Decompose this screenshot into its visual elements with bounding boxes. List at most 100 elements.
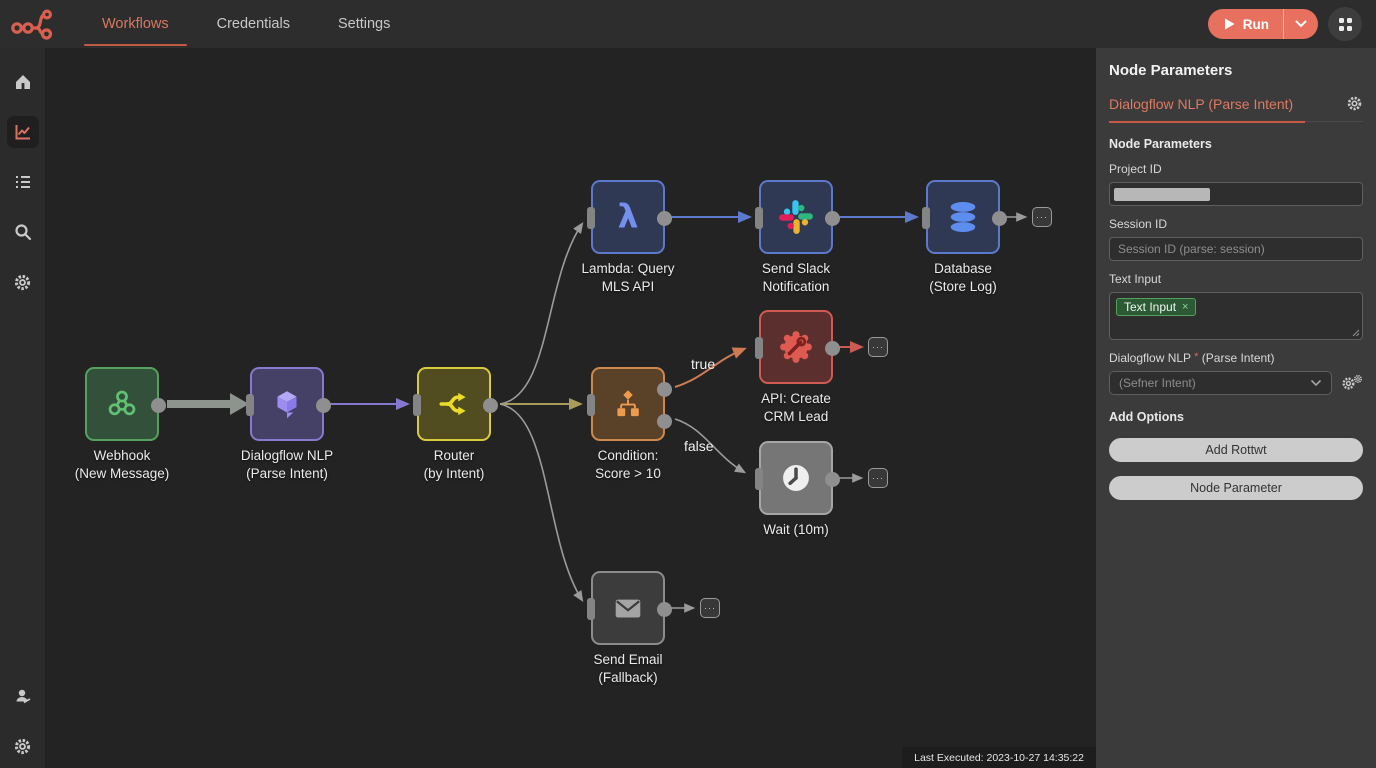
- envelope-icon: [615, 599, 641, 618]
- input-port[interactable]: [246, 394, 254, 416]
- node-database[interactable]: [922, 180, 1007, 254]
- project-id-input[interactable]: [1109, 182, 1363, 206]
- run-split-button: Run: [1207, 9, 1318, 39]
- api-gear-wrench-icon: [780, 331, 812, 363]
- webhook-icon: [108, 390, 136, 416]
- output-port[interactable]: [657, 211, 672, 226]
- output-port-true[interactable]: [657, 382, 672, 397]
- tab-settings[interactable]: Settings: [337, 16, 391, 32]
- node-send-email[interactable]: [587, 571, 672, 645]
- run-button-label: Run: [1242, 16, 1269, 32]
- node-dialogflow[interactable]: [246, 367, 331, 441]
- run-options-button[interactable]: [1284, 9, 1318, 39]
- input-port[interactable]: [922, 207, 930, 229]
- expression-gears-button[interactable]: [1341, 376, 1363, 391]
- input-port[interactable]: [587, 598, 595, 620]
- search-icon: [14, 224, 31, 241]
- tag-remove-icon[interactable]: ×: [1182, 301, 1189, 313]
- output-port[interactable]: [483, 398, 498, 413]
- top-bar: Workflows Credentials Settings Run: [0, 0, 1376, 48]
- output-port[interactable]: [316, 398, 331, 413]
- node-label-router: Router(by Intent): [423, 448, 485, 481]
- text-input-field: Text Input Text Input ×: [1109, 272, 1363, 340]
- sidebar-item-analytics[interactable]: [6, 116, 39, 148]
- output-port[interactable]: [657, 602, 672, 617]
- run-button-divider: [1283, 9, 1284, 39]
- user-icon: [16, 689, 30, 704]
- input-port[interactable]: [755, 207, 763, 229]
- sidebar-item-list[interactable]: [7, 166, 39, 198]
- session-id-input[interactable]: [1109, 237, 1363, 261]
- node-label-wait: Wait (10m): [763, 522, 829, 537]
- app-grid-button[interactable]: [1328, 7, 1362, 41]
- sidebar-item-home[interactable]: [7, 66, 39, 98]
- run-button[interactable]: Run: [1208, 9, 1283, 39]
- sidebar-item-settings[interactable]: [7, 266, 39, 298]
- node-router[interactable]: [413, 367, 498, 441]
- sidebar-item-preferences[interactable]: [7, 730, 39, 762]
- home-icon: [15, 75, 30, 89]
- label-text: Dialogflow NLP: [1109, 351, 1191, 365]
- add-next-node-endpoint[interactable]: ···: [868, 337, 888, 357]
- panel-title: Node Parameters: [1109, 62, 1233, 79]
- output-port[interactable]: [825, 211, 840, 226]
- workflow-canvas[interactable]: Webhook(New Message) Dialogflow NLP(Pars…: [46, 48, 1096, 768]
- session-id-label: Session ID: [1109, 217, 1168, 231]
- output-port[interactable]: [151, 398, 166, 413]
- node-slack[interactable]: [755, 180, 840, 254]
- node-condition[interactable]: [587, 367, 672, 441]
- workflow-edges: [167, 211, 1028, 613]
- tab-active-underline: [1109, 121, 1305, 123]
- node-api-crm[interactable]: [755, 310, 840, 384]
- sidebar-item-search[interactable]: [7, 216, 39, 248]
- node-label-condition: Condition:Score > 10: [595, 448, 661, 481]
- decision-tree-icon: [617, 390, 639, 417]
- node-settings-gear-icon[interactable]: [1346, 95, 1363, 112]
- sidebar-item-user[interactable]: [7, 680, 39, 712]
- tab-workflows[interactable]: Workflows: [78, 0, 193, 48]
- tab-credentials[interactable]: Credentials: [216, 16, 290, 32]
- session-id-field: Session ID: [1109, 217, 1363, 261]
- input-port[interactable]: [587, 207, 595, 229]
- app-logo[interactable]: [10, 6, 54, 42]
- node-label-send-email: Send Email(Fallback): [593, 652, 663, 685]
- ellipsis-icon: ···: [704, 603, 716, 613]
- dialogflow-select-label: Dialogflow NLP * (Parse Intent): [1109, 351, 1363, 365]
- node-tab-row: Dialogflow NLP (Parse Intent): [1109, 95, 1363, 123]
- gear-icon: [13, 737, 32, 756]
- svg-text:λ: λ: [618, 197, 639, 236]
- node-webhook[interactable]: [85, 367, 166, 441]
- dialogflow-select-field: Dialogflow NLP * (Parse Intent) (Sefner …: [1109, 351, 1363, 395]
- output-port[interactable]: [992, 211, 1007, 226]
- add-next-node-endpoint[interactable]: ···: [868, 468, 888, 488]
- tab-dialogflow-node[interactable]: Dialogflow NLP (Parse Intent): [1109, 95, 1294, 112]
- text-input-tag[interactable]: Text Input ×: [1116, 298, 1197, 316]
- resize-handle-icon[interactable]: [1351, 328, 1360, 337]
- main-nav: Workflows Credentials Settings: [78, 0, 414, 48]
- node-lambda[interactable]: λ: [587, 180, 672, 254]
- grid-dots-icon: [1338, 17, 1352, 31]
- project-id-field: Project ID: [1109, 162, 1363, 206]
- input-port[interactable]: [755, 468, 763, 490]
- output-port[interactable]: [825, 341, 840, 356]
- text-input-textarea[interactable]: Text Input ×: [1109, 292, 1363, 340]
- output-port-false[interactable]: [657, 414, 672, 429]
- add-option-button[interactable]: Add Rottwt: [1109, 438, 1363, 462]
- add-next-node-endpoint[interactable]: ···: [700, 598, 720, 618]
- add-next-node-endpoint[interactable]: ···: [1032, 207, 1052, 227]
- lambda-icon: λ: [618, 197, 639, 236]
- node-parameter-button[interactable]: Node Parameter: [1109, 476, 1363, 500]
- list-icon: [15, 176, 30, 188]
- input-port[interactable]: [755, 337, 763, 359]
- intent-dropdown[interactable]: (Sefner Intent): [1109, 371, 1332, 395]
- node-parameters-panel: Node Parameters Dialogflow NLP (Parse In…: [1096, 48, 1376, 768]
- node-wait[interactable]: [755, 441, 840, 515]
- input-port[interactable]: [587, 394, 595, 416]
- last-executed-status: Last Executed: 2023-10-27 14:35:22: [902, 747, 1096, 768]
- left-sidebar: [0, 48, 46, 768]
- input-port[interactable]: [413, 394, 421, 416]
- output-port[interactable]: [825, 472, 840, 487]
